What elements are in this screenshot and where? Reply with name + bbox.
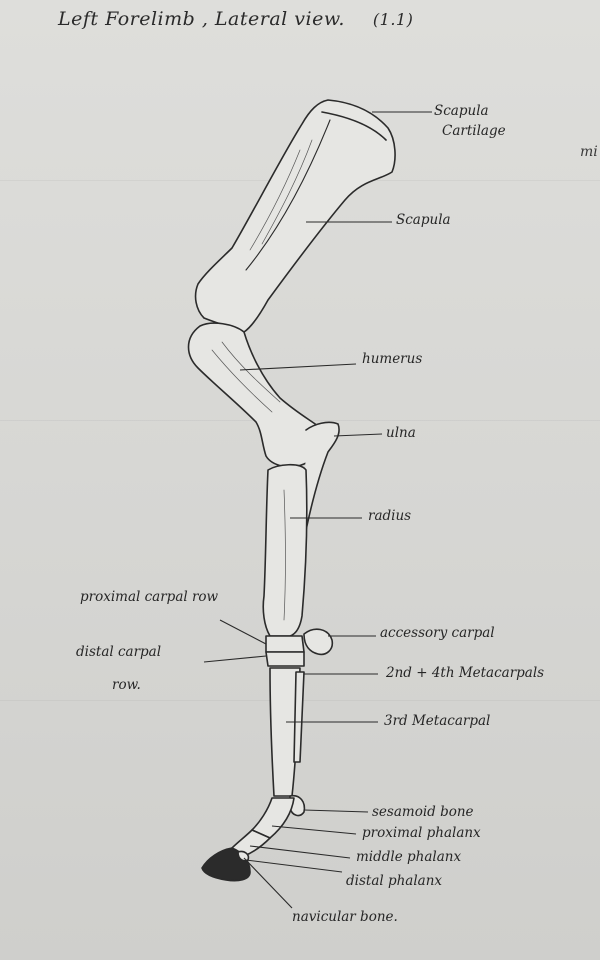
scapula-bone	[194, 99, 396, 333]
leader-proximal-carpal	[219, 619, 267, 645]
label-scapula-cartilage-2: Cartilage	[442, 123, 506, 139]
leader-distal-phalanx	[245, 859, 343, 873]
label-ulna: ulna	[386, 425, 416, 441]
radius-bone	[262, 463, 308, 637]
label-accessory-carpal: accessory carpal	[380, 625, 495, 641]
label-radius: radius	[368, 508, 412, 524]
title-reference: (1.1)	[372, 10, 414, 29]
ulna-bone	[303, 421, 340, 541]
distal-carpal-row	[265, 651, 305, 667]
scapula-cartilage-line	[321, 111, 387, 141]
leader-ulna	[333, 433, 383, 437]
accessory-carpal-bone	[303, 628, 334, 656]
label-metacarpal-3: 3rd Metacarpal	[384, 713, 491, 729]
label-scapula-cartilage-1: Scapula	[434, 103, 489, 119]
label-scapula: Scapula	[396, 212, 451, 228]
label-navicular-bone: navicular bone.	[292, 909, 398, 925]
splint-metacarpal-bone	[293, 671, 305, 763]
label-metacarpals-2-4: 2nd + 4th Metacarpals	[386, 665, 545, 681]
proximal-carpal-row	[265, 635, 305, 653]
label-distal-phalanx: distal phalanx	[346, 873, 443, 889]
label-humerus: humerus	[362, 351, 423, 367]
label-middle-phalanx: middle phalanx	[356, 849, 462, 865]
humerus-shading	[211, 341, 281, 413]
label-proximal-phalanx: proximal phalanx	[362, 825, 481, 841]
label-distal-carpal-row-2: row.	[112, 677, 141, 693]
scapula-spine	[245, 119, 331, 271]
title-text: Left Forelimb , Lateral view.	[58, 8, 345, 30]
label-proximal-carpal-row: proximal carpal row	[80, 589, 219, 605]
margin-text: mi	[580, 144, 598, 160]
leader-distal-carpal	[203, 655, 267, 663]
leader-proximal-phalanx	[271, 825, 357, 835]
leader-navicular	[243, 857, 293, 909]
scapula-shading	[249, 139, 313, 251]
leader-humerus	[239, 363, 357, 371]
leader-sesamoid	[303, 809, 369, 813]
radius-shading	[283, 489, 286, 621]
leader-lines	[203, 111, 432, 909]
leader-middle-phalanx	[249, 845, 351, 859]
label-sesamoid-bone: sesamoid bone	[372, 804, 474, 820]
label-distal-carpal-row-1: distal carpal	[76, 644, 162, 660]
humerus-bone	[187, 322, 322, 468]
diagram-title: Left Forelimb , Lateral view. (1.1)	[58, 8, 413, 30]
